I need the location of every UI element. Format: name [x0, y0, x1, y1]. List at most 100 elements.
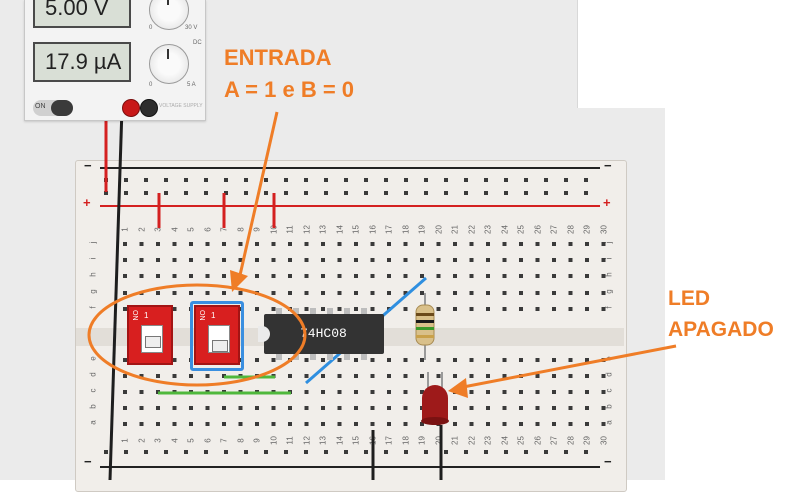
breadboard-hole	[535, 374, 540, 378]
breadboard-hole	[552, 291, 556, 295]
breadboard-hole	[504, 191, 508, 195]
breadboard-hole	[486, 390, 490, 394]
breadboard-hole	[444, 450, 448, 454]
breadboard-hole	[403, 390, 408, 394]
breadboard-hole	[271, 258, 276, 262]
led-arrow-line	[457, 344, 677, 390]
breadboard-hole	[370, 291, 375, 295]
breadboard-hole	[284, 450, 288, 454]
input-highlight-ellipse	[87, 283, 307, 387]
breadboard-hole	[464, 178, 468, 182]
dip-on-label: ON	[198, 310, 205, 321]
breadboard-hole	[535, 258, 540, 262]
breadboard-hole	[568, 258, 573, 262]
breadboard-hole	[304, 191, 308, 195]
breadboard-hole	[156, 274, 160, 278]
breadboard-hole	[238, 242, 243, 246]
panel-divider	[577, 0, 578, 108]
breadboard-hole	[544, 178, 548, 182]
breadboard-hole	[502, 274, 507, 278]
breadboard-hole	[321, 422, 325, 426]
rail-minus-label-bottom-left: −	[84, 454, 92, 469]
power-supply[interactable]: 5.00 V 17.9 µA 0 30 V DC 0 5 A ON VOLTAG…	[24, 0, 206, 121]
breadboard-hole	[139, 390, 144, 394]
power-switch-knob[interactable]	[51, 100, 73, 116]
breadboard-hole	[601, 242, 606, 246]
breadboard-hole	[403, 258, 408, 262]
breadboard-hole	[244, 191, 248, 195]
breadboard-hole	[403, 374, 408, 378]
breadboard-hole	[144, 450, 148, 454]
breadboard-hole	[337, 291, 342, 295]
negative-terminal[interactable]	[140, 99, 158, 117]
breadboard-hole	[585, 291, 589, 295]
logic-chip[interactable]	[264, 314, 384, 354]
breadboard-hole	[139, 406, 144, 410]
breadboard-hole	[436, 274, 441, 278]
breadboard-hole	[164, 450, 168, 454]
knob-indicator	[167, 49, 169, 59]
breadboard-hole	[444, 191, 448, 195]
breadboard-hole	[469, 258, 474, 262]
breadboard-hole	[519, 258, 523, 262]
breadboard-hole	[519, 307, 523, 311]
breadboard-hole	[321, 258, 325, 262]
breadboard-hole	[304, 390, 309, 394]
breadboard-hole	[601, 374, 606, 378]
breadboard-hole	[469, 274, 474, 278]
breadboard-hole	[601, 390, 606, 394]
chip-label: 74HC08	[300, 326, 347, 341]
breadboard-hole	[469, 291, 474, 295]
breadboard-hole	[324, 191, 328, 195]
breadboard-hole	[403, 274, 408, 278]
breadboard-hole	[387, 242, 391, 246]
breadboard-hole	[255, 422, 259, 426]
dip-switch-a[interactable]: ON 1	[127, 305, 173, 365]
breadboard-hole	[238, 307, 243, 311]
breadboard-hole	[164, 191, 168, 195]
breadboard-hole	[304, 258, 309, 262]
breadboard-hole	[222, 274, 226, 278]
breadboard-hole	[568, 242, 573, 246]
breadboard-hole	[189, 291, 193, 295]
black-ground-wire	[108, 107, 124, 480]
dip-toggle[interactable]	[212, 340, 228, 352]
breadboard-hole	[486, 422, 490, 426]
white-panel	[577, 0, 804, 108]
breadboard-hole	[404, 178, 408, 182]
breadboard-hole	[205, 291, 210, 295]
breadboard-hole	[384, 178, 388, 182]
breadboard-hole	[519, 422, 523, 426]
supply-brand-label: VOLTAGE SUPPLY	[159, 103, 203, 109]
breadboard-hole	[321, 307, 325, 311]
breadboard-hole	[484, 450, 488, 454]
breadboard-hole	[552, 242, 556, 246]
rail-plus-label-right: +	[603, 195, 611, 210]
breadboard-hole	[469, 390, 474, 394]
breadboard-hole	[585, 307, 589, 311]
breadboard-hole	[189, 374, 193, 378]
breadboard-hole	[172, 422, 177, 426]
breadboard-hole	[139, 374, 144, 378]
breadboard-hole	[387, 422, 391, 426]
breadboard-hole	[564, 178, 568, 182]
voltage-display: 5.00 V	[33, 0, 131, 28]
breadboard-hole	[420, 422, 424, 426]
breadboard-hole	[337, 390, 342, 394]
breadboard-hole	[364, 178, 368, 182]
positive-terminal[interactable]	[122, 99, 140, 117]
breadboard-hole	[568, 291, 573, 295]
breadboard-hole	[354, 358, 358, 362]
dip-toggle[interactable]	[145, 336, 161, 348]
breadboard-hole	[124, 450, 128, 454]
breadboard-hole	[238, 406, 243, 410]
breadboard-hole	[324, 178, 328, 182]
breadboard-hole	[424, 191, 428, 195]
breadboard-hole	[124, 191, 128, 195]
breadboard-hole	[370, 358, 375, 362]
breadboard-hole	[284, 191, 288, 195]
current-knob[interactable]	[149, 44, 189, 84]
dip-number-label: 1	[144, 311, 149, 320]
dip-switch-b[interactable]: ON 1	[194, 305, 240, 365]
